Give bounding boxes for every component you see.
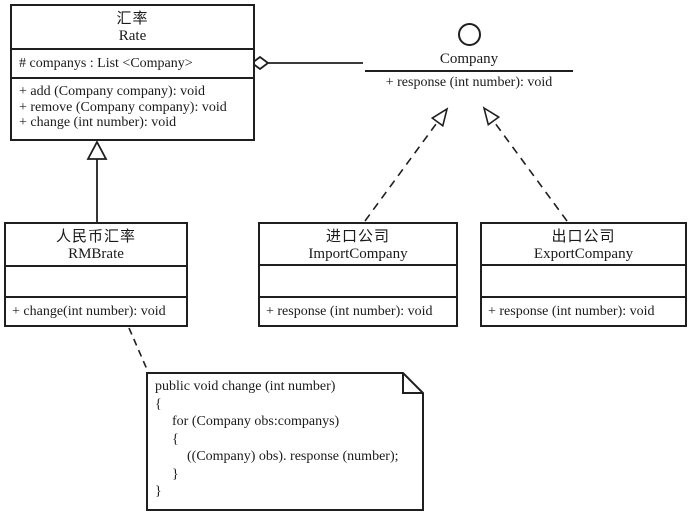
import-company-methods-compartment: + response (int number): void (260, 296, 456, 325)
rmbrate-name-zh: 人民币汇率 (55, 229, 136, 245)
export-company-attributes-compartment (482, 264, 685, 296)
interface-company-underline (365, 70, 573, 72)
code-note: public void change (int number) { for (C… (155, 378, 417, 501)
realization-arrowhead-import-icon (430, 107, 449, 128)
note-line-1: public void change (int number) (155, 379, 336, 394)
rmbrate-title-compartment: 人民币汇率 RMBrate (6, 224, 186, 265)
rate-method-remove: + remove (Company company): void (19, 99, 227, 115)
import-company-name-zh: 进口公司 (325, 229, 390, 245)
rate-name-en: Rate (118, 28, 147, 44)
class-import-company: 进口公司 ImportCompany + response (int numbe… (258, 222, 458, 327)
note-line-2: { (155, 396, 162, 412)
rate-name-zh: 汇率 (116, 11, 149, 27)
import-company-title-compartment: 进口公司 ImportCompany (260, 224, 456, 264)
rate-method-change: + change (int number): void (19, 115, 177, 130)
rate-attributes-compartment: # companys : List <Company> (12, 48, 253, 77)
note-line-7: } (155, 484, 162, 499)
import-company-method-response: + response (int number): void (266, 303, 433, 319)
export-company-name-en: ExportCompany (533, 246, 634, 262)
rate-attribute: # companys : List <Company> (19, 55, 193, 71)
rmbrate-name-en: RMBrate (68, 246, 124, 262)
realization-line-export (492, 120, 568, 222)
note-line-3: for (Company obs:companys) (172, 414, 340, 429)
rmbrate-methods-compartment: + change(int number): void (6, 296, 186, 325)
interface-company-name: Company (439, 51, 499, 67)
import-company-attributes-compartment (260, 264, 456, 296)
generalization-arrowhead-icon (86, 140, 108, 160)
note-shape (146, 372, 424, 511)
aggregation-diamond-icon (250, 55, 270, 71)
note-anchor-line (128, 327, 150, 375)
note-line-4: { (172, 431, 179, 447)
rate-title-compartment: 汇率 Rate (12, 6, 253, 48)
export-company-methods-compartment: + response (int number): void (482, 296, 685, 325)
class-rmbrate: 人民币汇率 RMBrate + change(int number): void (4, 222, 188, 327)
export-company-title-compartment: 出口公司 ExportCompany (482, 224, 685, 264)
rate-methods-compartment: + add (Company company): void + remove (… (12, 77, 253, 139)
rmbrate-method-change: + change(int number): void (12, 303, 166, 319)
realization-arrowhead-export-icon (482, 106, 501, 127)
export-company-name-zh: 出口公司 (551, 229, 616, 245)
rmbrate-attributes-compartment (6, 265, 186, 296)
class-export-company: 出口公司 ExportCompany + response (int numbe… (480, 222, 687, 327)
import-company-name-en: ImportCompany (308, 246, 408, 262)
class-rate: 汇率 Rate # companys : List <Company> + ad… (10, 4, 255, 141)
interface-circle-icon (458, 23, 481, 46)
note-fold-icon (402, 373, 423, 394)
export-company-method-response: + response (int number): void (488, 303, 655, 319)
note-line-6: } (172, 466, 179, 482)
note-line-5: ((Company) obs). response (number); (187, 449, 399, 464)
interface-company-method: + response (int number): void (385, 75, 553, 90)
rate-method-add: + add (Company company): void (19, 84, 205, 99)
realization-line-import (364, 121, 439, 222)
